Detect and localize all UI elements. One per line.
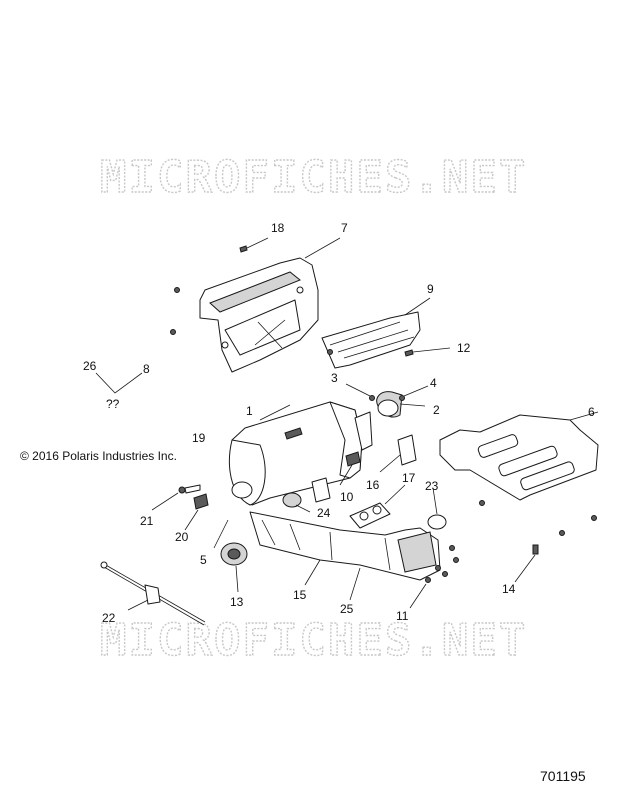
callout-13: 13 — [230, 595, 244, 609]
screw-detail — [170, 329, 176, 335]
callout-20: 20 — [175, 530, 189, 544]
drawing-number: 701195 — [540, 768, 586, 784]
watermark-top: MICROFICHES.NET — [100, 152, 527, 203]
part-gasket-17[interactable] — [349, 484, 406, 529]
part-bolts-11[interactable] — [409, 545, 459, 609]
callout-9: 9 — [427, 282, 434, 296]
leader-5 — [213, 519, 229, 549]
callout-23: 23 — [425, 479, 439, 493]
callout-18: 18 — [271, 221, 285, 235]
leader-26-8 — [95, 372, 143, 394]
part-spring-19[interactable] — [284, 427, 303, 440]
part-screw-12[interactable] — [404, 347, 451, 357]
part-screw-18[interactable] — [239, 237, 269, 253]
callout-11: 11 — [396, 609, 409, 623]
part-cable-tie-22[interactable] — [100, 561, 206, 626]
part-muffler[interactable] — [229, 401, 373, 506]
part-screw-3[interactable] — [345, 383, 375, 401]
callout-1: 1 — [246, 404, 253, 418]
part-heat-shield-lower[interactable] — [439, 411, 599, 501]
callout-15: 15 — [293, 588, 307, 602]
screw-detail — [327, 349, 333, 355]
callout-22: 22 — [102, 611, 116, 625]
part-cap-13[interactable] — [220, 542, 248, 593]
callout-17: 17 — [402, 471, 416, 485]
part-tip-cap[interactable] — [376, 391, 426, 418]
copyright-notice: © 2016 Polaris Industries Inc. — [20, 449, 177, 463]
part-exhaust-pipe[interactable] — [249, 511, 441, 601]
callout-14: 14 — [502, 582, 516, 596]
part-grommet-10[interactable] — [311, 477, 331, 503]
callout-21: 21 — [140, 514, 154, 528]
part-heat-shield-upper[interactable] — [199, 237, 341, 373]
callout-8: 8 — [143, 362, 150, 376]
callout-5: 5 — [200, 553, 207, 567]
part-bolt-21[interactable] — [151, 484, 201, 511]
screw-detail — [174, 287, 180, 293]
callout-25: 25 — [340, 602, 354, 616]
part-grommet-16[interactable] — [379, 434, 417, 473]
callout-2: 2 — [433, 403, 440, 417]
callout-12: 12 — [457, 341, 471, 355]
callout-19: 19 — [192, 431, 206, 445]
watermark-bottom: MICROFICHES.NET — [100, 615, 527, 666]
callout-16: 16 — [366, 478, 380, 492]
callout-26: 26 — [83, 359, 97, 373]
callout-3: 3 — [331, 371, 338, 385]
screw-detail — [559, 530, 565, 536]
screw-detail — [591, 515, 597, 521]
screw-detail — [479, 500, 485, 506]
part-spring-10[interactable] — [339, 451, 361, 486]
part-clamp-23[interactable] — [427, 487, 447, 530]
part-screw-14[interactable] — [514, 544, 539, 583]
callout-unknown: ?? — [106, 397, 120, 411]
part-screw-4[interactable] — [399, 385, 429, 401]
callout-24: 24 — [317, 506, 331, 520]
callout-10: 10 — [340, 490, 354, 504]
part-gasket-24[interactable] — [282, 492, 311, 513]
callout-7: 7 — [341, 221, 348, 235]
part-spring-20[interactable] — [184, 493, 209, 531]
part-corrugated-shield[interactable] — [321, 297, 431, 369]
callout-4: 4 — [430, 376, 437, 390]
callout-6: 6 — [588, 405, 595, 419]
